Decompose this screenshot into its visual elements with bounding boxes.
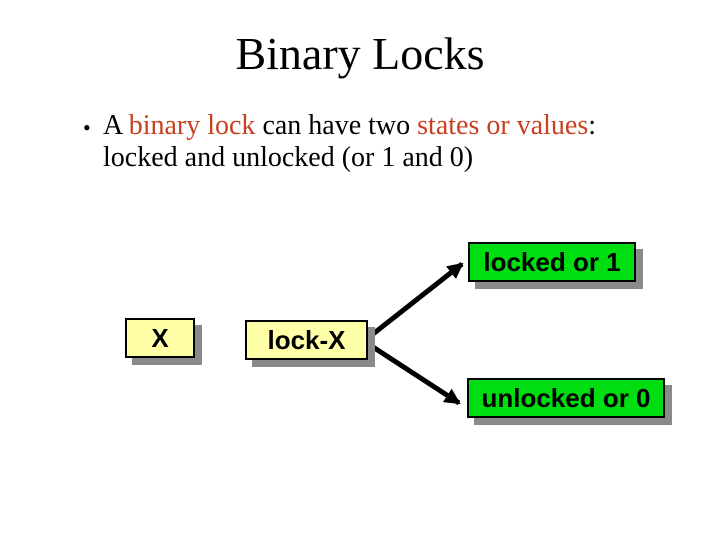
bullet-segment-2-highlight: binary lock: [128, 110, 256, 141]
bullet-text: A binary lock can have two states or val…: [103, 110, 605, 174]
bullet-segment-5: : locked and unlocked (or 1 and 0): [103, 110, 596, 173]
state-unlocked-box: unlocked or 0: [467, 378, 665, 418]
bullet-segment-4-highlight: states or values: [417, 110, 589, 141]
state-locked-box: locked or 1: [468, 242, 636, 282]
arrow-to-locked-state: [371, 262, 464, 336]
bullet-segment-1: A: [103, 110, 129, 141]
lock-operation-box: lock-X: [245, 320, 368, 360]
data-item-box: X: [125, 318, 195, 358]
bullet-segment-3: can have two: [255, 110, 418, 141]
slide-title: Binary Locks: [235, 28, 485, 79]
bullet-marker: •: [83, 115, 91, 140]
arrow-to-unlocked-state: [371, 344, 461, 406]
